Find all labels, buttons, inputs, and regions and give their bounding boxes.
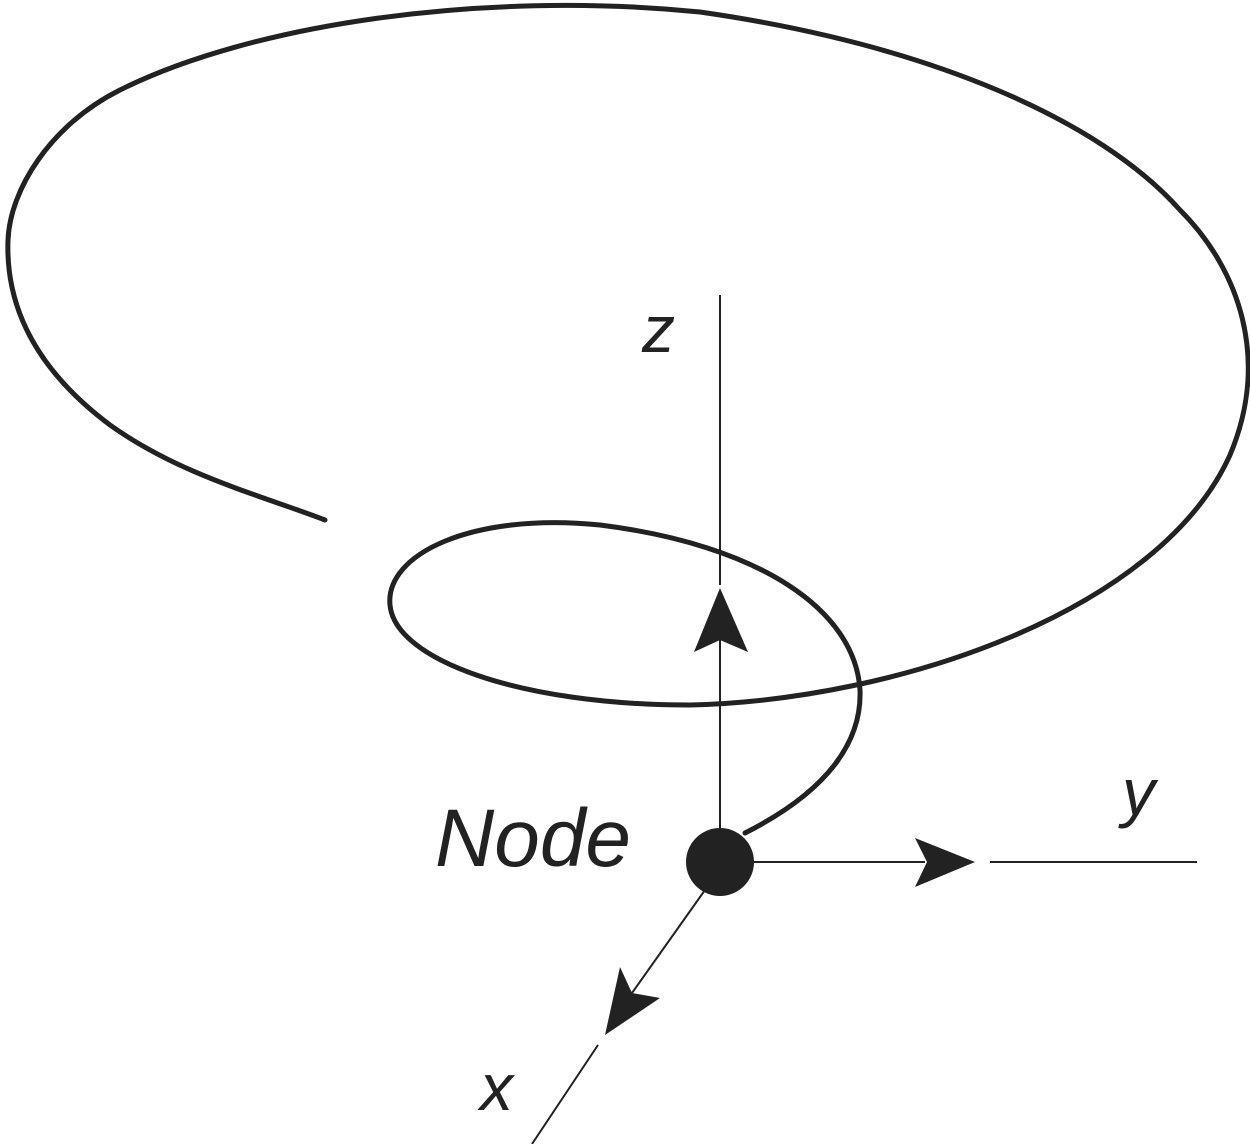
- node-point: [686, 828, 754, 896]
- z-axis-label: z: [641, 292, 675, 366]
- x-axis-arrowhead: [605, 967, 660, 1035]
- y-axis-arrowhead: [915, 838, 975, 887]
- node-label: Node: [435, 793, 631, 884]
- x-axis-line: [531, 1044, 599, 1144]
- spiral-trajectory: [5, 2, 1250, 836]
- x-axis-label: x: [477, 1050, 515, 1124]
- x-axis-stem: [631, 889, 706, 994]
- y-axis-label: y: [1118, 755, 1159, 829]
- z-axis-arrowhead: [694, 588, 748, 652]
